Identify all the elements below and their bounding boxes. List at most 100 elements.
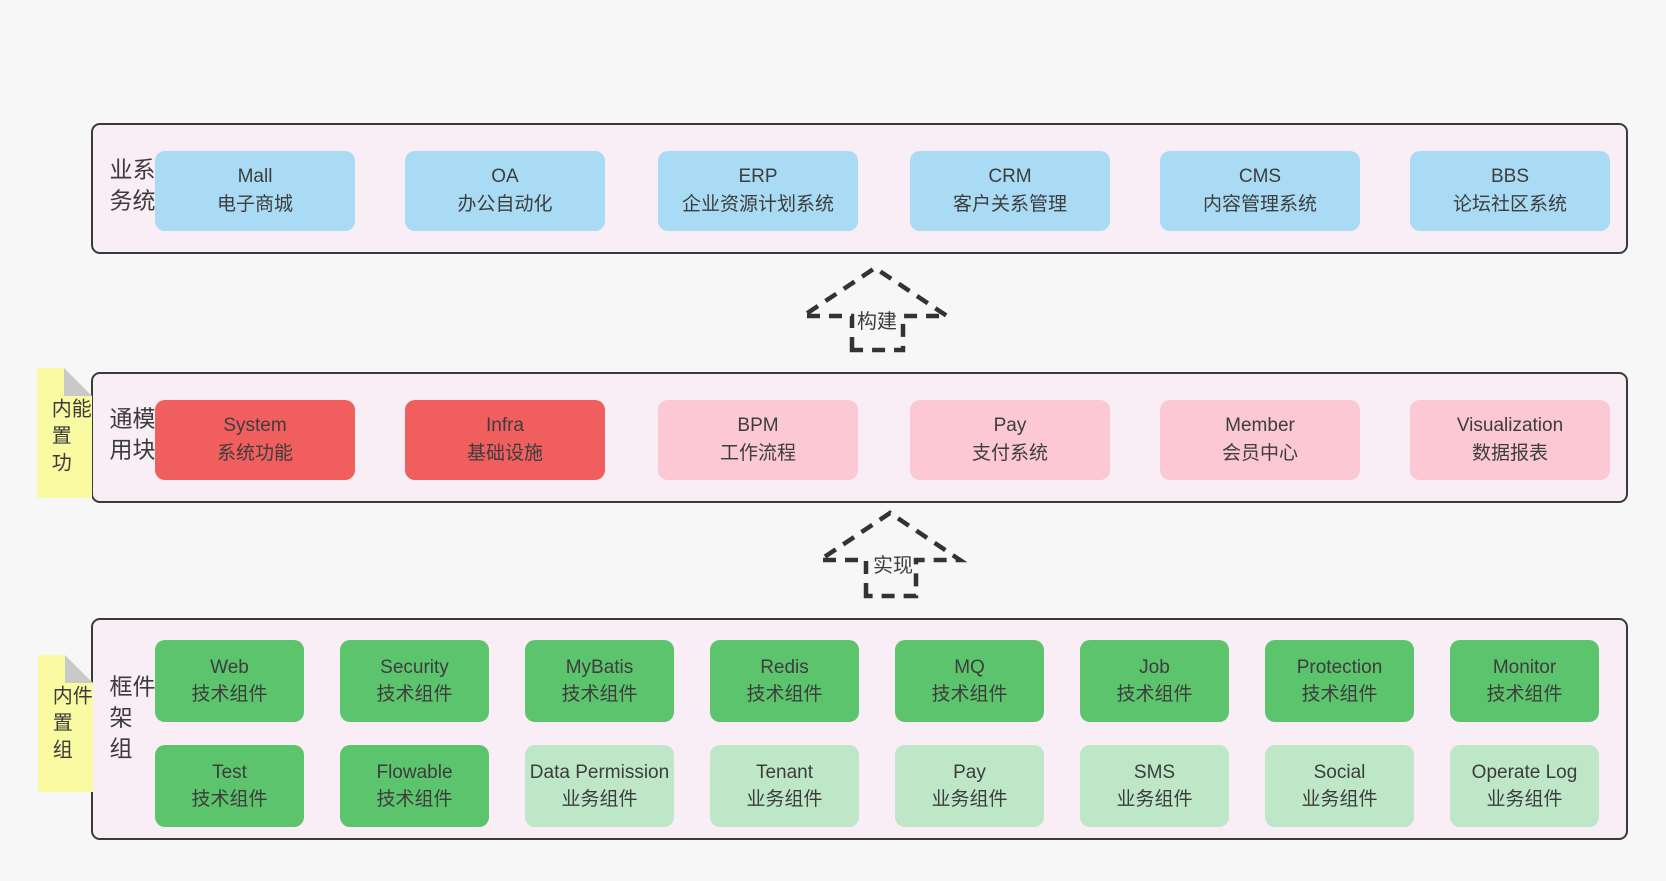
box-pay-component: Pay 业务组件 [895,745,1044,827]
sticky-note-builtin-components: 内置组件 [38,655,93,792]
box-subtitle: 业务组件 [1486,789,1563,810]
box-crm: CRM 客户关系管理 [910,151,1110,231]
box-title: Test [212,762,247,783]
box-bpm: BPM 工作流程 [658,400,858,480]
box-flowable: Flowable 技术组件 [340,745,489,827]
box-subtitle: 技术组件 [561,684,638,705]
box-subtitle: 基础设施 [466,443,543,464]
box-title: Web [210,657,249,678]
sticky-label: 内置组件 [49,685,92,766]
box-bbs: BBS 论坛社区系统 [1410,151,1610,231]
box-title: System [223,415,287,436]
box-subtitle: 技术组件 [1116,684,1193,705]
box-title: Pay [953,762,986,783]
box-mybatis: MyBatis 技术组件 [525,640,674,722]
box-subtitle: 技术组件 [931,684,1008,705]
box-title: Pay [993,415,1027,436]
box-subtitle: 技术组件 [1486,684,1563,705]
box-subtitle: 业务组件 [1301,789,1378,810]
box-social: Social 业务组件 [1265,745,1414,827]
box-subtitle: 办公自动化 [457,194,553,215]
box-member: Member 会员中心 [1160,400,1360,480]
box-operate-log: Operate Log 业务组件 [1450,745,1599,827]
box-title: Tenant [755,762,814,783]
box-title: Security [380,657,449,678]
box-title: CRM [988,166,1032,187]
box-subtitle: 技术组件 [1301,684,1378,705]
box-redis: Redis 技术组件 [710,640,859,722]
panel-label-components: 框架组件 [106,674,155,768]
box-title: CMS [1238,166,1282,187]
panel-business-systems: 业务系统 Mall 电子商城 OA 办公自动化 ERP 企业资源计划系统 CRM… [91,123,1628,254]
box-subtitle: 会员中心 [1221,443,1298,464]
box-title: BPM [737,415,779,436]
box-subtitle: 业务组件 [561,789,638,810]
panel-label-modules: 通用模块 [106,405,155,468]
box-subtitle: 企业资源计划系统 [681,194,834,215]
panel-common-modules: 通用模块 System 系统功能 Infra 基础设施 BPM 工作流程 Pay… [91,372,1628,503]
box-title: Job [1139,657,1170,678]
box-subtitle: 工作流程 [719,443,796,464]
box-subtitle: 支付系统 [971,443,1048,464]
build-arrow-label: 构建 [857,310,897,333]
box-visualization: Visualization 数据报表 [1410,400,1610,480]
box-test: Test 技术组件 [155,745,304,827]
box-title: Protection [1296,657,1383,678]
box-monitor: Monitor 技术组件 [1450,640,1599,722]
box-title: SMS [1133,762,1176,783]
panel-label-business: 业务系统 [106,156,155,219]
sticky-label: 内置功能 [48,398,91,479]
box-pay-system: Pay 支付系统 [910,400,1110,480]
up-arrow-outline [795,265,955,353]
box-subtitle: 内容管理系统 [1202,194,1317,215]
box-oa: OA 办公自动化 [405,151,605,231]
box-title: ERP [738,166,778,187]
box-subtitle: 系统功能 [216,443,293,464]
box-job: Job 技术组件 [1080,640,1229,722]
box-data-permission: Data Permission 业务组件 [525,745,674,827]
box-subtitle: 技术组件 [376,684,453,705]
sticky-note-builtin-functions: 内置功能 [37,368,92,498]
box-title: Visualization [1456,415,1564,436]
box-title: Member [1225,415,1295,436]
box-title: Social [1313,762,1366,783]
box-subtitle: 电子商城 [216,194,293,215]
box-system: System 系统功能 [155,400,355,480]
box-protection: Protection 技术组件 [1265,640,1414,722]
box-tenant: Tenant 业务组件 [710,745,859,827]
box-title: Operate Log [1471,762,1578,783]
box-title: MyBatis [565,657,634,678]
box-security: Security 技术组件 [340,640,489,722]
panel-framework-components: 框架组件 Web 技术组件 Security 技术组件 MyBatis 技术组件… [91,618,1628,840]
folded-corner [65,655,93,683]
box-cms: CMS 内容管理系统 [1160,151,1360,231]
box-title: Flowable [376,762,453,783]
box-subtitle: 业务组件 [746,789,823,810]
box-subtitle: 论坛社区系统 [1452,194,1567,215]
box-subtitle: 数据报表 [1471,443,1548,464]
box-title: BBS [1490,166,1530,187]
box-subtitle: 客户关系管理 [952,194,1067,215]
box-title: Monitor [1492,657,1557,678]
box-title: MQ [954,657,985,678]
box-subtitle: 技术组件 [191,684,268,705]
implement-arrow-label: 实现 [873,554,913,577]
box-subtitle: 业务组件 [931,789,1008,810]
box-mall: Mall 电子商城 [155,151,355,231]
box-erp: ERP 企业资源计划系统 [658,151,858,231]
box-infra: Infra 基础设施 [405,400,605,480]
box-subtitle: 技术组件 [191,789,268,810]
box-subtitle: 业务组件 [1116,789,1193,810]
box-title: Data Permission [529,762,670,783]
implement-arrow: 实现 [812,510,968,599]
box-web: Web 技术组件 [155,640,304,722]
up-arrow-outline [812,510,968,599]
folded-corner [64,368,92,396]
box-subtitle: 技术组件 [746,684,823,705]
box-subtitle: 技术组件 [376,789,453,810]
box-title: OA [491,166,519,187]
box-title: Infra [485,415,525,436]
build-arrow: 构建 [795,265,955,353]
box-sms: SMS 业务组件 [1080,745,1229,827]
